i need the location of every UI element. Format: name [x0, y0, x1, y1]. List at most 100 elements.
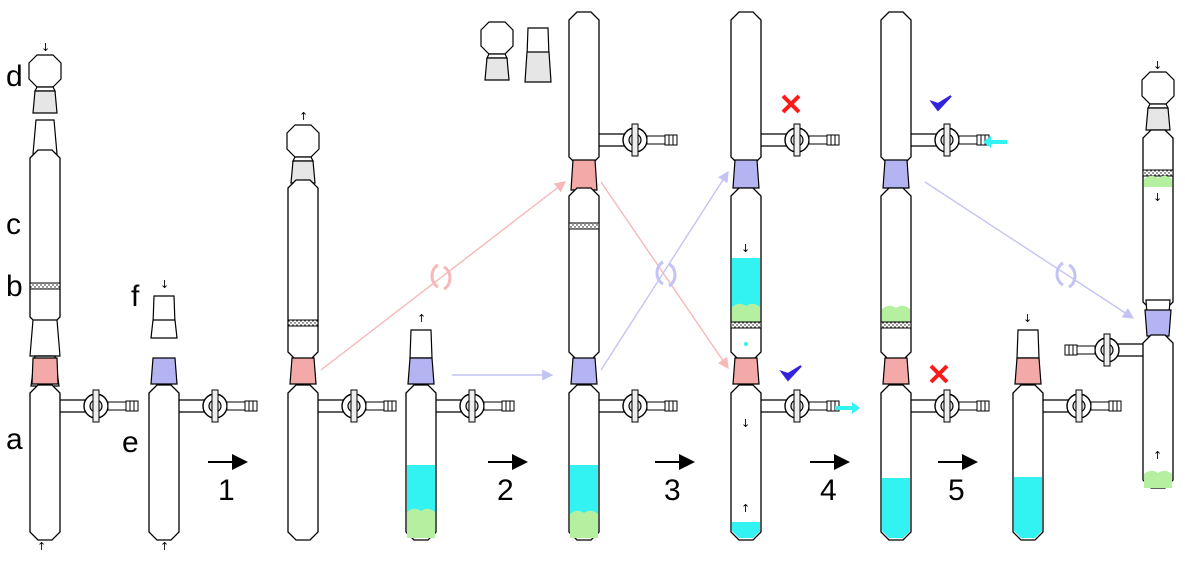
label-b: b [6, 270, 23, 303]
valve-6-outlet [808, 401, 828, 411]
frit-9 [1142, 169, 1174, 177]
valve-e-outlet-rib [252, 400, 258, 412]
tube-3 [287, 384, 319, 541]
link-line-blue [924, 181, 1135, 319]
valve-5-upper-outlet-rib [664, 134, 670, 146]
joint-a-pink [31, 357, 59, 385]
liquid-7 [882, 478, 910, 538]
valve-3-outlet-rib [383, 400, 389, 412]
valve-4-outlet-rib [505, 400, 511, 412]
down-arrow: ↓ [1153, 191, 1163, 204]
valve-6-upper-handle [793, 123, 801, 157]
spare-stopper [480, 21, 514, 55]
valve-6-upper-outlet [808, 135, 828, 145]
joint-7-blue [882, 159, 910, 189]
label-e: e [122, 426, 139, 459]
valve-7-outlet-rib [976, 400, 982, 412]
column-6-upper [730, 11, 762, 166]
adaptor-d-lower [32, 119, 58, 155]
step-3: 3 [664, 474, 681, 507]
valve-4-handle [468, 389, 476, 423]
frit-7 [880, 321, 912, 329]
valve-7-upper-outlet [958, 135, 978, 145]
column-9-upper [1142, 129, 1174, 311]
down-arrow: ↓ [1023, 312, 1033, 325]
solid-9-lower [1144, 470, 1172, 488]
stopper-9 [1141, 71, 1175, 105]
column-7-mid [880, 187, 912, 361]
joint-4-blue [407, 357, 435, 385]
spare-adaptor-lower [524, 51, 552, 83]
adaptor-c-lower [29, 319, 61, 357]
rotate-icon-pink [430, 263, 439, 289]
tube-e [148, 384, 180, 541]
cross-mark-icon [781, 94, 801, 114]
rotate-icon-blue [1055, 261, 1064, 287]
solid-6 [732, 303, 760, 323]
joint-5-blue [570, 357, 598, 385]
liquid-8 [1014, 477, 1042, 538]
valve-7-upper-outlet-rib [980, 134, 986, 146]
solid-5 [570, 510, 598, 538]
link-line-pink [600, 181, 729, 370]
valve-5-upper-outlet [646, 135, 666, 145]
valve-9-outlet-rib [1072, 344, 1078, 356]
up-arrow: ↑ [37, 540, 47, 553]
stopper-d-ground [32, 90, 58, 114]
valve-3-outlet-rib [387, 400, 393, 412]
valve-7-outlet-rib [980, 400, 986, 412]
connection-lines [320, 170, 1135, 381]
valve-e-outlet [226, 401, 246, 411]
link-line-pink [320, 181, 567, 371]
up-arrow: ↑ [299, 110, 309, 123]
stopper-d [28, 54, 62, 88]
valve-7-outlet-rib [984, 400, 990, 412]
rotate-icon-blue [1068, 263, 1077, 289]
valve-e-outlet-rib [244, 400, 250, 412]
valve-6-handle [793, 389, 801, 423]
valve-5-upper-outlet-rib [672, 134, 678, 146]
cross-mark-icon [929, 364, 949, 384]
valve-4-outlet-rib [501, 400, 507, 412]
column-5-mid [568, 187, 600, 361]
valve-7-upper-handle [943, 123, 951, 157]
valve-5-upper-handle [631, 123, 639, 157]
valve-5-outlet-rib [664, 400, 670, 412]
frit-6 [730, 321, 762, 329]
valve-6-outlet-rib [830, 400, 836, 412]
valve-9-outlet [1076, 345, 1096, 355]
valve-a-outlet-rib [133, 400, 139, 412]
tube-9 [1142, 334, 1174, 489]
flow-arrow-head [983, 136, 991, 148]
step-4: 4 [820, 474, 837, 507]
down-arrow: ↓ [160, 278, 170, 291]
adaptor-8-upper [1016, 329, 1040, 359]
down-arrow: ↓ [41, 41, 51, 54]
valve-8-outlet-rib [1116, 400, 1122, 412]
adaptor-4-upper [409, 329, 433, 359]
joint-6-blue [732, 159, 760, 189]
check-mark-icon [929, 95, 952, 112]
stopper-9-ground [1145, 107, 1171, 131]
spare-stopper-ground [484, 57, 510, 81]
liquid-6-bottom [732, 522, 760, 538]
valve-4-outlet [483, 401, 503, 411]
up-arrow: ↑ [160, 540, 170, 553]
joint-6-pink [732, 357, 760, 385]
solid-7 [882, 305, 910, 323]
joint-3-pink [289, 357, 317, 385]
frit-b [29, 282, 61, 290]
down-arrow: ↓ [741, 417, 751, 430]
valve-5-outlet-rib [672, 400, 678, 412]
label-f: f [131, 280, 140, 313]
stopper-3-ground [290, 160, 316, 184]
link-line-blue [600, 170, 729, 371]
tube-6 [730, 384, 762, 541]
solid-9-upper [1144, 175, 1172, 187]
joint-8-pink [1014, 357, 1042, 385]
drip [744, 342, 748, 346]
valve-a-outlet-rib [125, 400, 131, 412]
valve-9-outlet-rib [1068, 344, 1074, 356]
valve-6-upper-outlet-rib [834, 134, 840, 146]
